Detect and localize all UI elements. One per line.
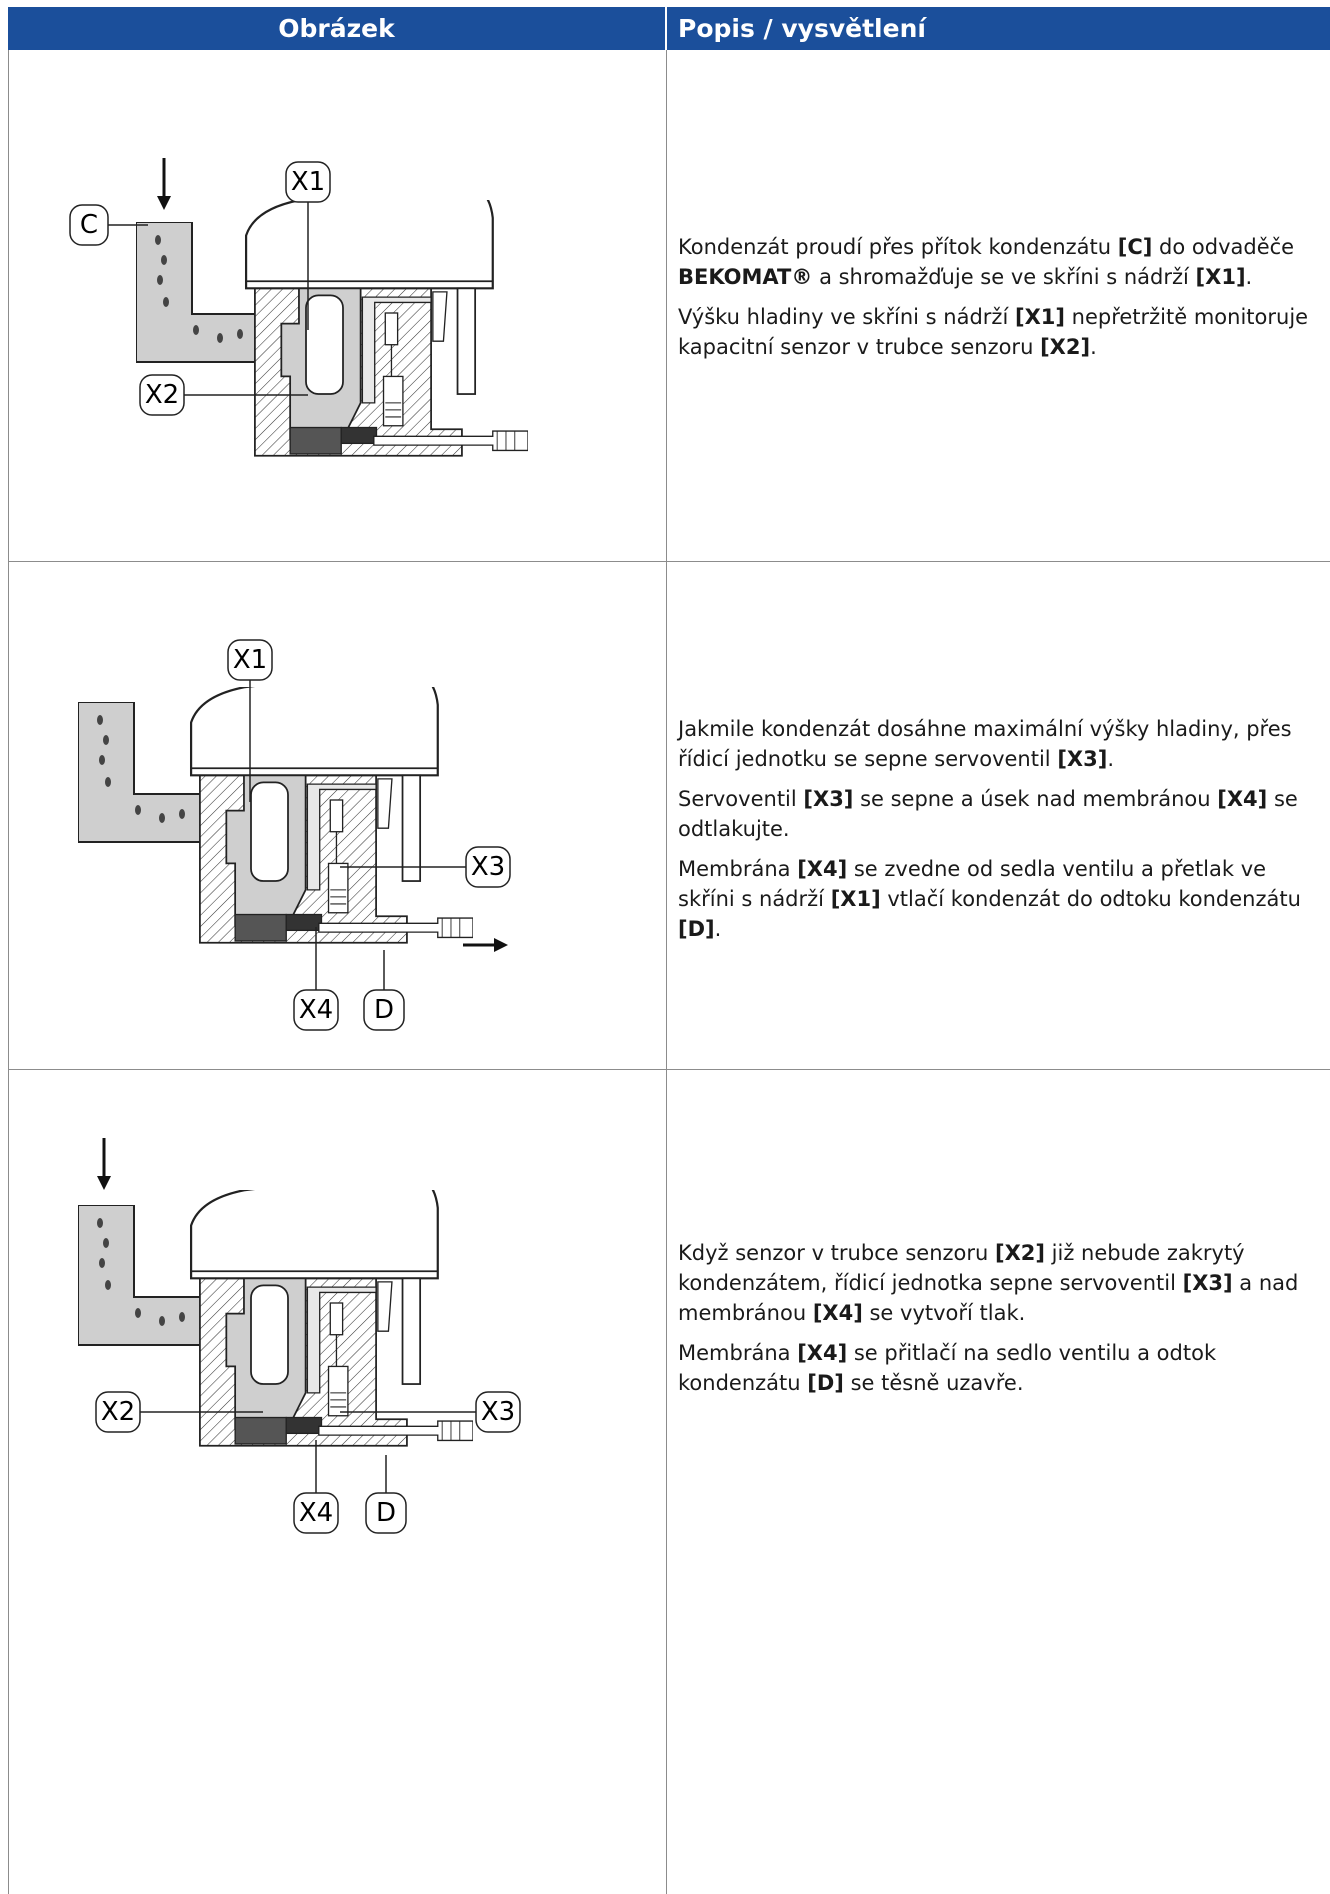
reference-label: [X1] bbox=[830, 887, 881, 911]
header-description-column: Popis / vysvětlení bbox=[678, 14, 926, 43]
text-run: do odvaděče bbox=[1152, 235, 1295, 259]
text-run: se přitlačí na sedlo ventilu a odtok kon… bbox=[678, 1341, 1217, 1395]
callout-x2: X2 bbox=[145, 380, 179, 410]
description-paragraph: Když senzor v trubce senzoru [X2] již ne… bbox=[678, 1238, 1323, 1328]
text-run: již nebude zakrytý kondenzátem, řídicí j… bbox=[678, 1241, 1245, 1295]
text-run: nepřetržitě monitoruje kapacitní senzor … bbox=[678, 305, 1309, 359]
text-run: Membrána bbox=[678, 1341, 798, 1365]
callout-x1: X1 bbox=[291, 167, 325, 197]
table-row: C X1 X2 Kondenzát proudí přes přítok kon… bbox=[8, 50, 1330, 562]
reference-label: [X3] bbox=[1182, 1271, 1233, 1295]
reference-label: [X1] bbox=[1195, 265, 1246, 289]
reference-label: [C] bbox=[1117, 235, 1153, 259]
text-run: se těsně uzavře. bbox=[843, 1371, 1024, 1395]
reference-label: [X1] bbox=[1014, 305, 1065, 329]
reference-label: [X3] bbox=[803, 787, 854, 811]
reference-label: [X4] bbox=[797, 1341, 848, 1365]
description-paragraph: Výšku hladiny ve skříni s nádrží [X1] ne… bbox=[678, 302, 1323, 362]
description-paragraph: Membrána [X4] se zvedne od sedla ventilu… bbox=[678, 854, 1323, 944]
table-row: X1 X3 X4 D Jakmile kondenzát dosáhne max… bbox=[8, 562, 1330, 1070]
text-run: Jakmile kondenzát dosáhne maximální výšk… bbox=[678, 717, 1292, 771]
description-paragraph: Jakmile kondenzát dosáhne maximální výšk… bbox=[678, 714, 1323, 774]
reference-label: [X4] bbox=[812, 1301, 863, 1325]
text-run: se vytvoří tlak. bbox=[862, 1301, 1026, 1325]
text-run: . bbox=[714, 917, 722, 941]
callout-x3: X3 bbox=[481, 1397, 515, 1427]
callout-x2: X2 bbox=[101, 1397, 135, 1427]
reference-label: BEKOMAT® bbox=[678, 265, 813, 289]
description-paragraph: Membrána [X4] se přitlačí na sedlo venti… bbox=[678, 1338, 1323, 1398]
explanation-table: Obrázek Popis / vysvětlení C X1 X2 Konde… bbox=[8, 7, 1330, 1894]
text-run: . bbox=[1245, 265, 1253, 289]
reference-label: [X2] bbox=[995, 1241, 1045, 1265]
text-run: Servoventil bbox=[678, 787, 804, 811]
row-description: Kondenzát proudí přes přítok kondenzátu … bbox=[678, 232, 1323, 372]
figure-discharging: X1 X3 X4 D bbox=[78, 639, 511, 1031]
callout-c: C bbox=[80, 210, 98, 240]
figure-collecting: C X1 X2 bbox=[69, 158, 528, 457]
description-paragraph: Kondenzát proudí přes přítok kondenzátu … bbox=[678, 232, 1323, 292]
text-run: Membrána bbox=[678, 857, 798, 881]
text-run: . bbox=[1090, 335, 1097, 359]
reference-label: [X2] bbox=[1040, 335, 1091, 359]
figure-closing: X2 X3 X4 D bbox=[78, 1138, 521, 1534]
row-description: Když senzor v trubce senzoru [X2] již ne… bbox=[678, 1238, 1323, 1408]
text-run: a shromažďuje se ve skříni s nádrží bbox=[812, 265, 1196, 289]
text-run: . bbox=[1107, 747, 1114, 771]
reference-label: [D] bbox=[807, 1371, 844, 1395]
description-paragraph: Servoventil [X3] se sepne a úsek nad mem… bbox=[678, 784, 1323, 844]
callout-d: D bbox=[374, 995, 394, 1025]
header-image-column: Obrázek bbox=[8, 7, 667, 50]
reference-label: [D] bbox=[678, 917, 715, 941]
callout-d: D bbox=[376, 1498, 396, 1528]
callout-x3: X3 bbox=[471, 852, 505, 882]
reference-label: [X4] bbox=[1217, 787, 1268, 811]
reference-label: [X4] bbox=[797, 857, 848, 881]
text-run: vtlačí kondenzát do odtoku kondenzátu bbox=[880, 887, 1301, 911]
callout-x4: X4 bbox=[299, 1498, 333, 1528]
text-run: Kondenzát proudí přes přítok kondenzátu bbox=[678, 235, 1118, 259]
table-row: X2 X3 X4 D Když senzor v trubce senzoru … bbox=[8, 1070, 1330, 1894]
row-description: Jakmile kondenzát dosáhne maximální výšk… bbox=[678, 714, 1323, 954]
table-header: Obrázek Popis / vysvětlení bbox=[8, 7, 1330, 50]
callout-x1: X1 bbox=[233, 645, 267, 675]
text-run: se odtlakujte. bbox=[678, 787, 1298, 841]
reference-label: [X3] bbox=[1057, 747, 1108, 771]
text-run: Výšku hladiny ve skříni s nádrží bbox=[678, 305, 1015, 329]
text-run: se zvedne od sedla ventilu a přetlak ve … bbox=[678, 857, 1267, 911]
text-run: Když senzor v trubce senzoru bbox=[678, 1241, 995, 1265]
text-run: se sepne a úsek nad membránou bbox=[853, 787, 1218, 811]
callout-x4: X4 bbox=[299, 995, 333, 1025]
text-run: a nad membránou bbox=[678, 1271, 1299, 1325]
